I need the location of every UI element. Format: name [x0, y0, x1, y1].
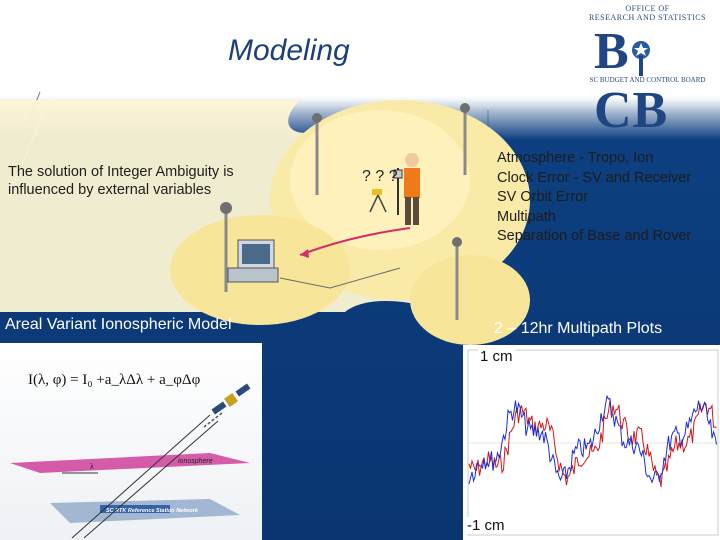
svg-text:λ: λ [90, 462, 94, 471]
list-item: Clock Error - SV and Receiver [497, 169, 692, 186]
tripod-small [369, 189, 387, 213]
multipath-plot-svg [467, 349, 719, 536]
logo-office-text: OFFICE OF RESEARCH AND STATISTICS [588, 4, 707, 22]
list-item: SV Orbit Error [497, 189, 589, 205]
logo-brand: B CB [594, 23, 669, 139]
list-item: Atmosphere - Tropo, Ion [497, 150, 654, 166]
header-band [0, 0, 720, 110]
multipath-trace-2 [468, 394, 717, 485]
list-item: Separation of Base and Rover [497, 228, 692, 244]
station-label: SC RTK Reference Station Network [106, 508, 199, 514]
satellite-icon [211, 383, 251, 415]
logo-board-text: SC BUDGET AND CONTROL BOARD [589, 76, 706, 84]
list-item: Multipath [497, 208, 556, 225]
antenna-pole-right [455, 110, 467, 320]
computer-icon [227, 239, 279, 283]
palmetto-icon [631, 41, 650, 76]
iono-diagram-svg: ionosphere SC RTK Reference Station Netw… [10, 383, 251, 539]
iono-model-heading: Areal Variant Ionospheric Model [5, 316, 232, 333]
error-sources-list: Atmosphere - Tropo, Ion Clock Error - SV… [497, 149, 719, 247]
bcb-logo: OFFICE OF RESEARCH AND STATISTICS B CB S… [580, 4, 715, 139]
page-title: Modeling [228, 34, 350, 67]
iono-formula: I(λ, φ) = I₀ +a_λΔλ + a_φΔφ [28, 372, 201, 388]
integer-ambiguity-note: The solution of Integer Ambiguity is inf… [8, 164, 234, 198]
plot-top-label: 1 cm [478, 348, 515, 365]
iono-model-diagram: ionosphere SC RTK Reference Station Netw… [0, 343, 262, 540]
multipath-heading: 2 – 12hr Multipath Plots [494, 320, 663, 337]
multipath-plot [463, 345, 720, 540]
plot-bottom-label: -1 cm [465, 517, 507, 534]
multipath-trace-1 [468, 400, 717, 487]
surveyor-figure [393, 153, 420, 225]
ionosphere-label: ionosphere [178, 458, 213, 465]
unknown-marker: ? ? ? [362, 168, 398, 185]
